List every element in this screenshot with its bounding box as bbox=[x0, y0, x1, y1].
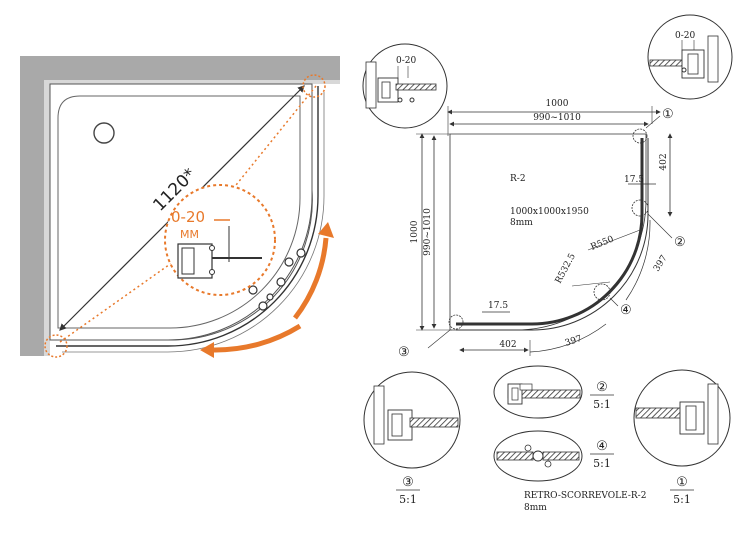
slide-arrow-bottom-head bbox=[200, 342, 214, 358]
callout-4: ④ bbox=[620, 303, 632, 318]
model-name: RETRO-SCORREVOLE-R-2 bbox=[524, 491, 646, 501]
dim-right-402: 402 bbox=[659, 153, 669, 170]
detail-3-num: ③ bbox=[402, 475, 414, 490]
dim-top-inner: 990~1010 bbox=[533, 113, 581, 123]
dim-bottom-17-5: 17.5 bbox=[488, 301, 508, 311]
detail-top-right-adjust: 0-20 bbox=[675, 31, 695, 41]
detail-1-scale: 5:1 bbox=[673, 493, 691, 506]
detail-4-num: ④ bbox=[596, 439, 608, 454]
corner-marker-bottom bbox=[44, 334, 68, 358]
model-thickness: 8mm bbox=[524, 503, 547, 513]
corner-marker-top bbox=[302, 74, 326, 98]
callout-1: ① bbox=[662, 107, 674, 122]
right-plan bbox=[416, 106, 673, 356]
r532-label: R532.5 bbox=[554, 252, 578, 286]
detail-leader-2 bbox=[231, 85, 317, 191]
slide-arrow-right-icon bbox=[293, 237, 329, 320]
adjust-label: 0-20 bbox=[171, 208, 205, 226]
detail-4-scale: 5:1 bbox=[593, 457, 611, 470]
arc-397-bottom: 397 bbox=[564, 334, 584, 349]
wall-left bbox=[20, 56, 44, 356]
callout-2: ② bbox=[674, 235, 686, 250]
r550-label: R550 bbox=[589, 234, 615, 252]
detail-leader-1 bbox=[59, 249, 191, 343]
screw-icon bbox=[209, 269, 215, 275]
dim-top-outer: 1000 bbox=[546, 99, 569, 109]
dim-bottom-402: 402 bbox=[499, 340, 516, 350]
detail-top-right: 0-20 bbox=[647, 14, 733, 100]
detail-3: ③ 5:1 bbox=[363, 371, 461, 506]
detail-1: ① 5:1 bbox=[633, 369, 731, 506]
detail-top-left-adjust: 0-20 bbox=[396, 56, 416, 66]
detail-3-scale: 5:1 bbox=[399, 493, 417, 506]
thickness-label: 8mm bbox=[510, 218, 533, 228]
arc-397-right: 397 bbox=[652, 253, 670, 273]
adjust-profile-inner bbox=[181, 247, 195, 275]
detail-2-num: ② bbox=[596, 380, 608, 395]
detail-2: ② 5:1 bbox=[493, 365, 614, 419]
detail-1-num: ① bbox=[676, 475, 688, 490]
dim-left-outer: 1000 bbox=[410, 220, 420, 243]
drain-icon bbox=[93, 122, 115, 144]
callout-3: ③ bbox=[398, 345, 410, 360]
unit-label: MM bbox=[180, 228, 199, 241]
dim-right-17-5: 17.5 bbox=[624, 175, 644, 185]
slide-arrow-bottom-icon bbox=[213, 323, 302, 353]
size-label: 1000x1000x1950 bbox=[510, 207, 589, 217]
radius-label: R-2 bbox=[510, 174, 526, 184]
wall-top bbox=[20, 56, 340, 80]
left-plan: 1120* 0-20 MM bbox=[20, 56, 340, 358]
slide-arrow-right-head bbox=[318, 222, 334, 238]
detail-2-scale: 5:1 bbox=[593, 398, 611, 411]
detail-top-left: 0-20 bbox=[362, 43, 448, 129]
detail-4: ④ 5:1 bbox=[493, 430, 614, 482]
wall-corner-shade bbox=[44, 80, 50, 356]
screw-icon bbox=[209, 245, 215, 251]
dim-left-inner: 990~1010 bbox=[423, 208, 433, 256]
wall-top-shade bbox=[44, 80, 340, 84]
